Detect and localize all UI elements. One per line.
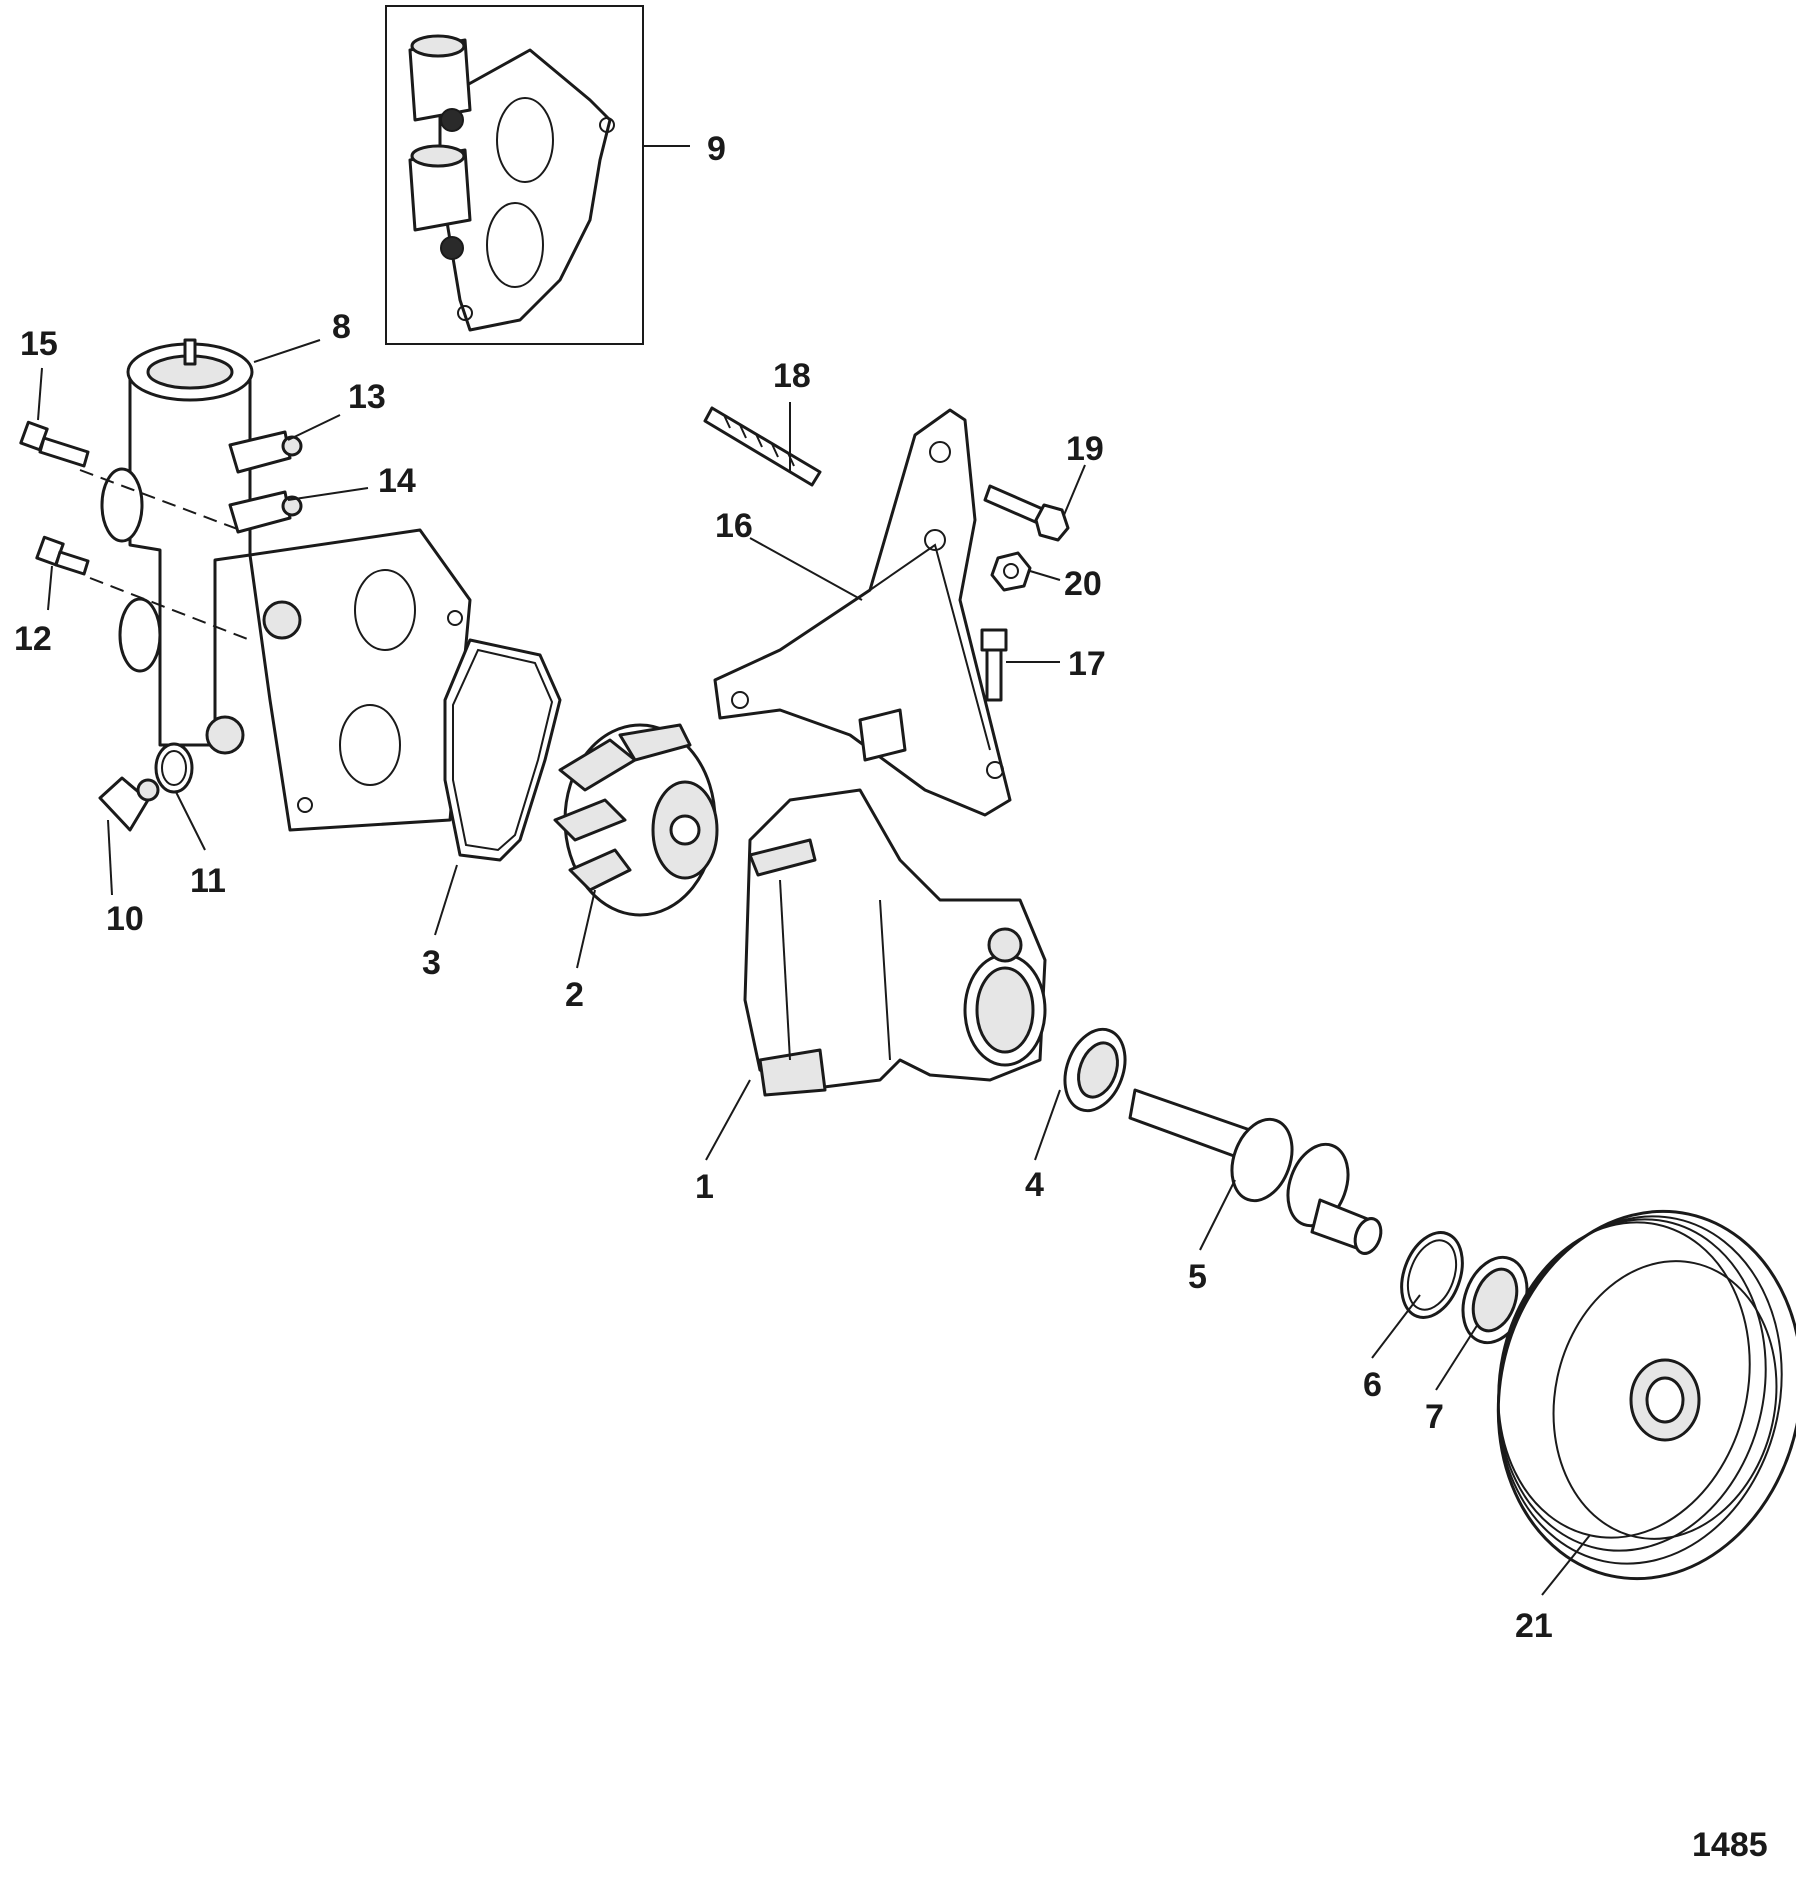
- callout-19: 19: [1066, 430, 1104, 468]
- nut-icon: [990, 551, 1032, 592]
- drain-plug-icon: [98, 776, 160, 832]
- pump-body-icon: [743, 788, 1047, 1097]
- screw-icon: [35, 535, 90, 576]
- fitting-icon: [228, 490, 303, 534]
- impeller-icon: [553, 723, 719, 917]
- bolt-icon: [19, 420, 90, 468]
- callout-14: 14: [378, 462, 416, 500]
- o-ring-icon: [154, 742, 194, 794]
- callout-12: 12: [14, 620, 52, 658]
- gasket-icon: [443, 638, 562, 862]
- callout-1: 1: [695, 1168, 714, 1206]
- callout-20: 20: [1064, 565, 1102, 603]
- callout-7: 7: [1425, 1398, 1444, 1436]
- callout-17: 17: [1068, 645, 1106, 683]
- callout-6: 6: [1363, 1366, 1382, 1404]
- callout-15: 15: [20, 325, 58, 363]
- thermostat-housing-icon: [100, 338, 472, 832]
- inset-frame: [385, 5, 644, 345]
- callout-13: 13: [348, 378, 386, 416]
- callout-18: 18: [773, 357, 811, 395]
- fitting-icon: [228, 430, 303, 474]
- bolt-icon: [980, 628, 1008, 702]
- bearing-icon: [1461, 1255, 1529, 1345]
- ring-icon: [1400, 1231, 1464, 1319]
- shaft-icon: [1128, 1088, 1383, 1255]
- callout-4: 4: [1025, 1166, 1044, 1204]
- callout-5: 5: [1188, 1258, 1207, 1296]
- seal-icon: [1063, 1027, 1127, 1113]
- bracket-icon: [713, 408, 1012, 817]
- callout-8: 8: [332, 308, 351, 346]
- callout-3: 3: [422, 944, 441, 982]
- bolt-icon: [983, 484, 1070, 542]
- callout-21: 21: [1515, 1607, 1553, 1645]
- callout-9: 9: [707, 130, 726, 168]
- pulley-icon: [1496, 1209, 1796, 1581]
- figure-number: 1485: [1692, 1826, 1768, 1864]
- callout-2: 2: [565, 976, 584, 1014]
- callout-11: 11: [190, 862, 226, 900]
- cover-plate-icon: [408, 34, 615, 332]
- callout-16: 16: [715, 507, 753, 545]
- stud-icon: [703, 406, 822, 487]
- callout-10: 10: [106, 900, 144, 938]
